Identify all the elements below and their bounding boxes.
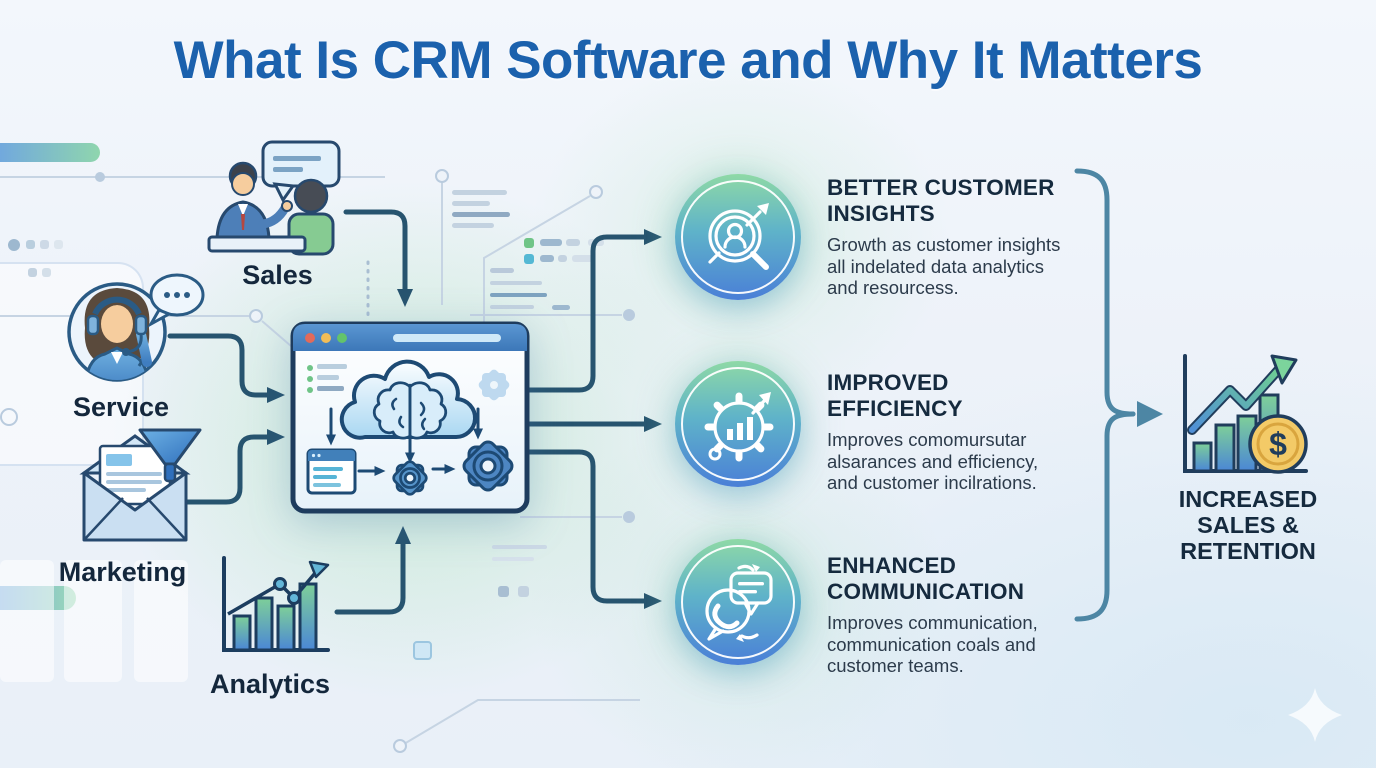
benefits-bracket: [1074, 168, 1136, 622]
line-decoration: [492, 557, 534, 561]
benefit-item: ENHANCED COMMUNICATION Improves communic…: [827, 553, 1087, 677]
square-decoration: [42, 268, 51, 277]
connector-crm-to-insights: [525, 229, 662, 393]
page-title: What Is CRM Software and Why It Matters: [173, 31, 1203, 90]
connector-marketing-to-crm: [181, 429, 285, 505]
benefit-body: Improves comomursutar alsarances and eff…: [827, 429, 1039, 493]
line-decoration: [452, 223, 494, 228]
benefit-heading: IMPROVED EFFICIENCY: [827, 370, 963, 421]
line-decoration: [558, 255, 567, 262]
square-decoration: [518, 586, 529, 597]
communication-phone-chat-icon: [675, 539, 801, 665]
line-decoration: [540, 255, 554, 262]
support-agent-headset-icon: [67, 273, 205, 382]
line-decoration: [452, 212, 510, 217]
email-funnel-icon: [79, 428, 202, 542]
ring-decoration: [0, 408, 18, 426]
connector-crm-to-communication: [525, 449, 662, 609]
customer-insight-magnifier-icon: [675, 174, 801, 300]
connector-analytics-to-crm: [334, 526, 411, 615]
gradient-bar-decoration: [0, 143, 100, 162]
square-decoration: [498, 586, 509, 597]
line-decoration: [540, 239, 562, 246]
ghost-column-decoration: [134, 560, 188, 682]
efficiency-gear-chart-icon: [675, 361, 801, 487]
square-decoration: [413, 641, 432, 660]
sales-growth-dollar-icon: $: [1183, 354, 1308, 474]
bar-chart-growth-icon: [222, 556, 330, 652]
legend-square-decoration: [524, 238, 534, 248]
square-decoration: [28, 268, 37, 277]
benefit-item: IMPROVED EFFICIENCY Improves comomursuta…: [827, 370, 1087, 494]
line-decoration: [490, 281, 542, 285]
legend-square-decoration: [524, 254, 534, 264]
line-decoration: [452, 190, 507, 195]
line-decoration: [490, 268, 514, 273]
ghost-column-decoration: [0, 560, 54, 682]
line-decoration: [572, 255, 594, 262]
module-label-marketing: Marketing: [58, 557, 187, 587]
line-decoration: [490, 293, 547, 297]
square-decoration: [40, 240, 49, 249]
square-decoration: [26, 240, 35, 249]
line-decoration: [492, 545, 547, 549]
benefit-heading: ENHANCED COMMUNICATION: [827, 553, 1025, 604]
salesperson-customer-icon: [207, 140, 341, 256]
connector-sales-to-crm: [343, 209, 413, 307]
square-decoration: [54, 240, 63, 249]
outcome-label: INCREASED SALES & RETENTION: [1178, 486, 1318, 564]
benefit-body: Improves communication, communication co…: [827, 612, 1038, 676]
benefit-body: Growth as customer insights all indelate…: [827, 234, 1061, 298]
sparkle-icon: [1288, 688, 1342, 742]
line-decoration: [452, 201, 490, 206]
line-decoration: [490, 305, 534, 309]
module-label-sales: Sales: [242, 260, 313, 290]
line-decoration: [566, 239, 580, 246]
connector-service-to-crm: [167, 333, 285, 403]
line-decoration: [552, 305, 570, 310]
dot-decoration: [8, 239, 20, 251]
module-label-analytics: Analytics: [209, 669, 331, 699]
benefit-heading: BETTER CUSTOMER INSIGHTS: [827, 175, 1055, 226]
svg-text:$: $: [1269, 426, 1287, 462]
bracket-arrowhead-icon: [1137, 401, 1163, 427]
module-label-service: Service: [72, 392, 170, 422]
crm-browser-cloud-ai-gears-icon: [290, 321, 530, 514]
ghost-column-decoration: [64, 560, 122, 682]
benefit-item: BETTER CUSTOMER INSIGHTS Growth as custo…: [827, 175, 1087, 299]
